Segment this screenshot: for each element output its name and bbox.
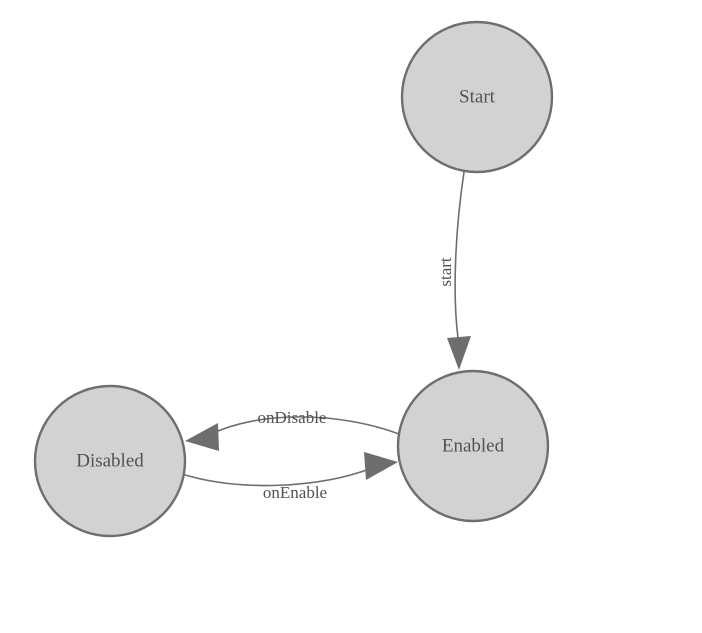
node-disabled-circle [33,384,187,538]
node-enabled-circle [396,369,550,523]
edge-label-on-disable: onDisable [258,408,327,427]
edge-disabled-to-enabled-path [181,467,373,487]
edge-enabled-to-disabled-arrowhead [185,423,219,451]
edge-label-start: start [436,257,455,287]
node-start[interactable]: Start [400,20,554,174]
node-enabled-label: Enabled [442,435,505,456]
node-enabled[interactable]: Enabled [396,369,550,523]
edge-start-to-enabled-path [454,171,465,339]
edge-start-to-enabled[interactable]: start [436,171,471,370]
node-start-label: Start [459,86,496,107]
edge-label-on-enable: onEnable [263,483,327,502]
edge-start-to-enabled-arrowhead [447,336,471,370]
edge-disabled-to-enabled-arrowhead [364,452,398,480]
node-disabled-label: Disabled [76,450,144,471]
edge-enabled-to-disabled-path [208,416,400,436]
node-start-circle [400,20,554,174]
node-disabled[interactable]: Disabled [33,384,187,538]
edge-enabled-to-disabled[interactable]: onDisable [185,408,400,451]
edge-disabled-to-enabled[interactable]: onEnable [181,452,398,502]
